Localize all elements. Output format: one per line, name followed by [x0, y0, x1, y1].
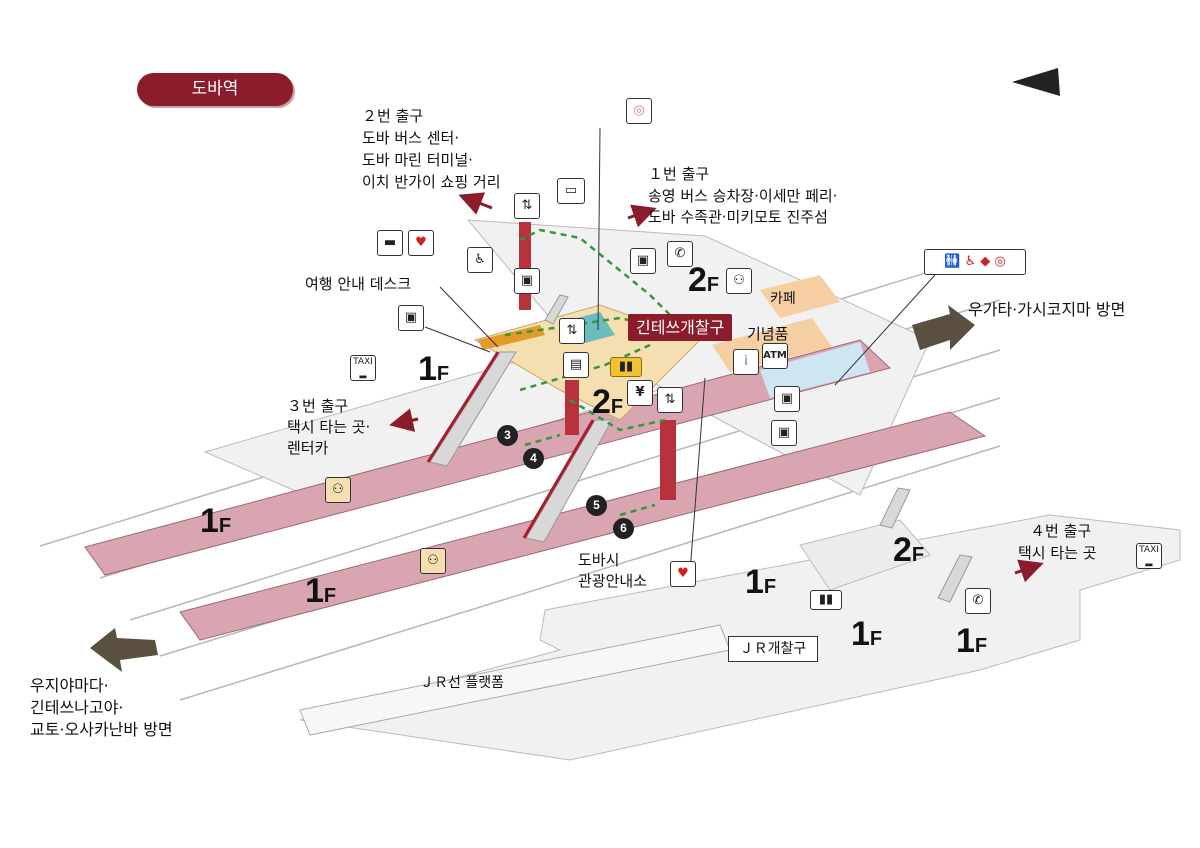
wheelchair-icon: ♿	[467, 247, 493, 273]
kintetsu-gate-label: 긴테쓰개찰구	[628, 314, 733, 341]
east-direction-arrow	[912, 305, 975, 350]
elevator-icon: ⇅	[514, 193, 540, 219]
floor-2f-label: 2F	[893, 531, 925, 569]
west-direction-line1: 우지야마다·	[30, 676, 109, 695]
exit-arrows	[389, 192, 1044, 583]
platform-number: 4	[523, 448, 544, 469]
tourist-office-label-1: 도바시	[578, 551, 620, 569]
elevator-icon: ⇅	[559, 318, 585, 344]
floor-1f-label: 1F	[305, 572, 337, 610]
heart-info-icon: ♥	[408, 230, 434, 256]
ticket-gate-icon: ▮▮	[810, 590, 842, 610]
floor-1f-label: 1F	[745, 563, 777, 601]
jr-concourse	[799, 519, 931, 591]
exit3-line1: 택시 타는 곳·	[287, 418, 371, 436]
platform-number: 3	[497, 425, 518, 446]
coin-locker-icon: ▣	[771, 420, 797, 446]
floor-2f-label: 2F	[592, 383, 624, 421]
east-direction-label: 우가타·가시코지마 방면	[968, 300, 1126, 319]
platform-number: 5	[586, 495, 607, 516]
platform-number: 6	[613, 518, 634, 539]
cafe-label: 카페	[770, 291, 796, 307]
waiting-room-icon: ⚇	[325, 477, 351, 503]
phone-icon: ✆	[965, 588, 991, 614]
exit3-title: ３번 출구	[287, 397, 349, 415]
north-indicator	[1012, 68, 1060, 96]
floor-1f-label: 1F	[851, 615, 883, 653]
coin-locker-icon: ▣	[514, 268, 540, 294]
floor-1f-label: 1F	[418, 350, 450, 388]
exit3-line2: 렌터카	[287, 439, 329, 457]
yen-icon: ¥	[627, 380, 653, 406]
cafe-area	[760, 275, 840, 318]
stairs	[429, 294, 973, 603]
bus-icon: ▭	[557, 178, 585, 204]
exit1-line1: 송영 버스 승차장·이세만 페리·	[648, 187, 838, 205]
restroom-accessibility-icon: 🚻 ♿ ◆ ◎	[924, 249, 1026, 275]
waiting-room-icon: ⚇	[726, 268, 752, 294]
jr-platform-label: ＪＲ선 플랫폼	[420, 675, 504, 691]
taxi-icon: TAXI▂	[350, 355, 376, 381]
floor-2f-label: 2F	[688, 261, 720, 299]
exit2-line3: 이치 반가이 쇼핑 거리	[362, 173, 501, 191]
exit4-line1: 택시 타는 곳	[1018, 544, 1097, 562]
travel-desk-label: 여행 안내 데스크	[305, 275, 412, 293]
floor-1f-label: 1F	[200, 502, 232, 540]
west-direction-line2: 긴테쓰나고야·	[30, 698, 124, 717]
atm-icon: ATM	[762, 343, 788, 369]
phone-icon: ✆	[667, 241, 693, 267]
clock-icon: ◎	[626, 98, 652, 124]
exit1-title: １번 출구	[648, 165, 710, 183]
coin-locker-icon: ▣	[398, 305, 424, 331]
elevator-icon: ⇅	[657, 387, 683, 413]
tourist-office-label-2: 관광안내소	[578, 572, 648, 590]
exit4-title: ４번 출구	[1030, 522, 1092, 540]
west-direction-arrow	[90, 628, 158, 672]
coin-locker-icon: ▣	[630, 248, 656, 274]
exit2-line1: 도바 버스 센터·	[362, 129, 460, 147]
jr-gate-label: ＪＲ개찰구	[728, 636, 818, 662]
station-name-badge: 도바역	[137, 73, 293, 106]
taxi-icon: TAXI▂	[1136, 543, 1162, 569]
info-icon: i	[733, 349, 759, 375]
exit2-line2: 도바 마린 터미널·	[362, 151, 473, 169]
floor-1f-label: 1F	[956, 622, 988, 660]
coin-locker-icon: ▣	[774, 386, 800, 412]
pointer-lines	[424, 127, 936, 573]
exit2-title: ２번 출구	[362, 107, 424, 125]
heart-info-icon: ♥	[670, 561, 696, 587]
waiting-room-icon: ⚇	[420, 548, 446, 574]
info-area	[760, 342, 870, 398]
exit1-line2: 도바 수족관·미키모토 진주섬	[648, 208, 828, 226]
souvenir-label: 기념품	[747, 325, 789, 343]
west-direction-line3: 교토·오사카난바 방면	[30, 720, 173, 739]
ticket-machine-icon: ▬	[377, 230, 403, 256]
ticket-office-icon: ▤	[563, 352, 589, 378]
ticket-gate-icon: ▮▮	[610, 357, 642, 377]
stair-rails	[426, 351, 595, 539]
